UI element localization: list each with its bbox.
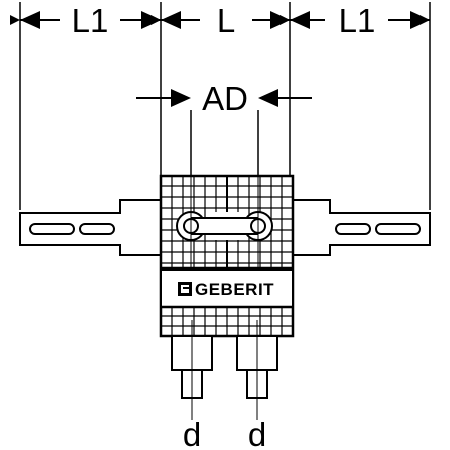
socket-centerlines	[190, 176, 259, 268]
brand-name: GEBERIT	[195, 280, 274, 299]
bracket-slots	[29, 223, 421, 235]
geberit-logo-icon	[178, 282, 192, 296]
top-arrowheads	[20, 11, 430, 29]
pipe-label-right-d: d	[248, 416, 266, 450]
brand-plate: GEBERIT	[160, 266, 294, 309]
fitting-body	[159, 174, 295, 338]
dimension-label-ad: AD	[202, 80, 248, 117]
dimension-label-left-l1: L1	[72, 2, 109, 39]
mounting-bracket	[19, 199, 431, 256]
ad-arrowheads	[171, 89, 278, 107]
pipe-label-left-d: d	[183, 416, 201, 450]
pipe-centerlines	[191, 320, 258, 420]
pipe-connections	[171, 335, 278, 399]
extension-lines	[19, 2, 431, 210]
dimension-label-center-l: L	[217, 2, 235, 39]
dimension-label-right-l1: L1	[339, 2, 376, 39]
